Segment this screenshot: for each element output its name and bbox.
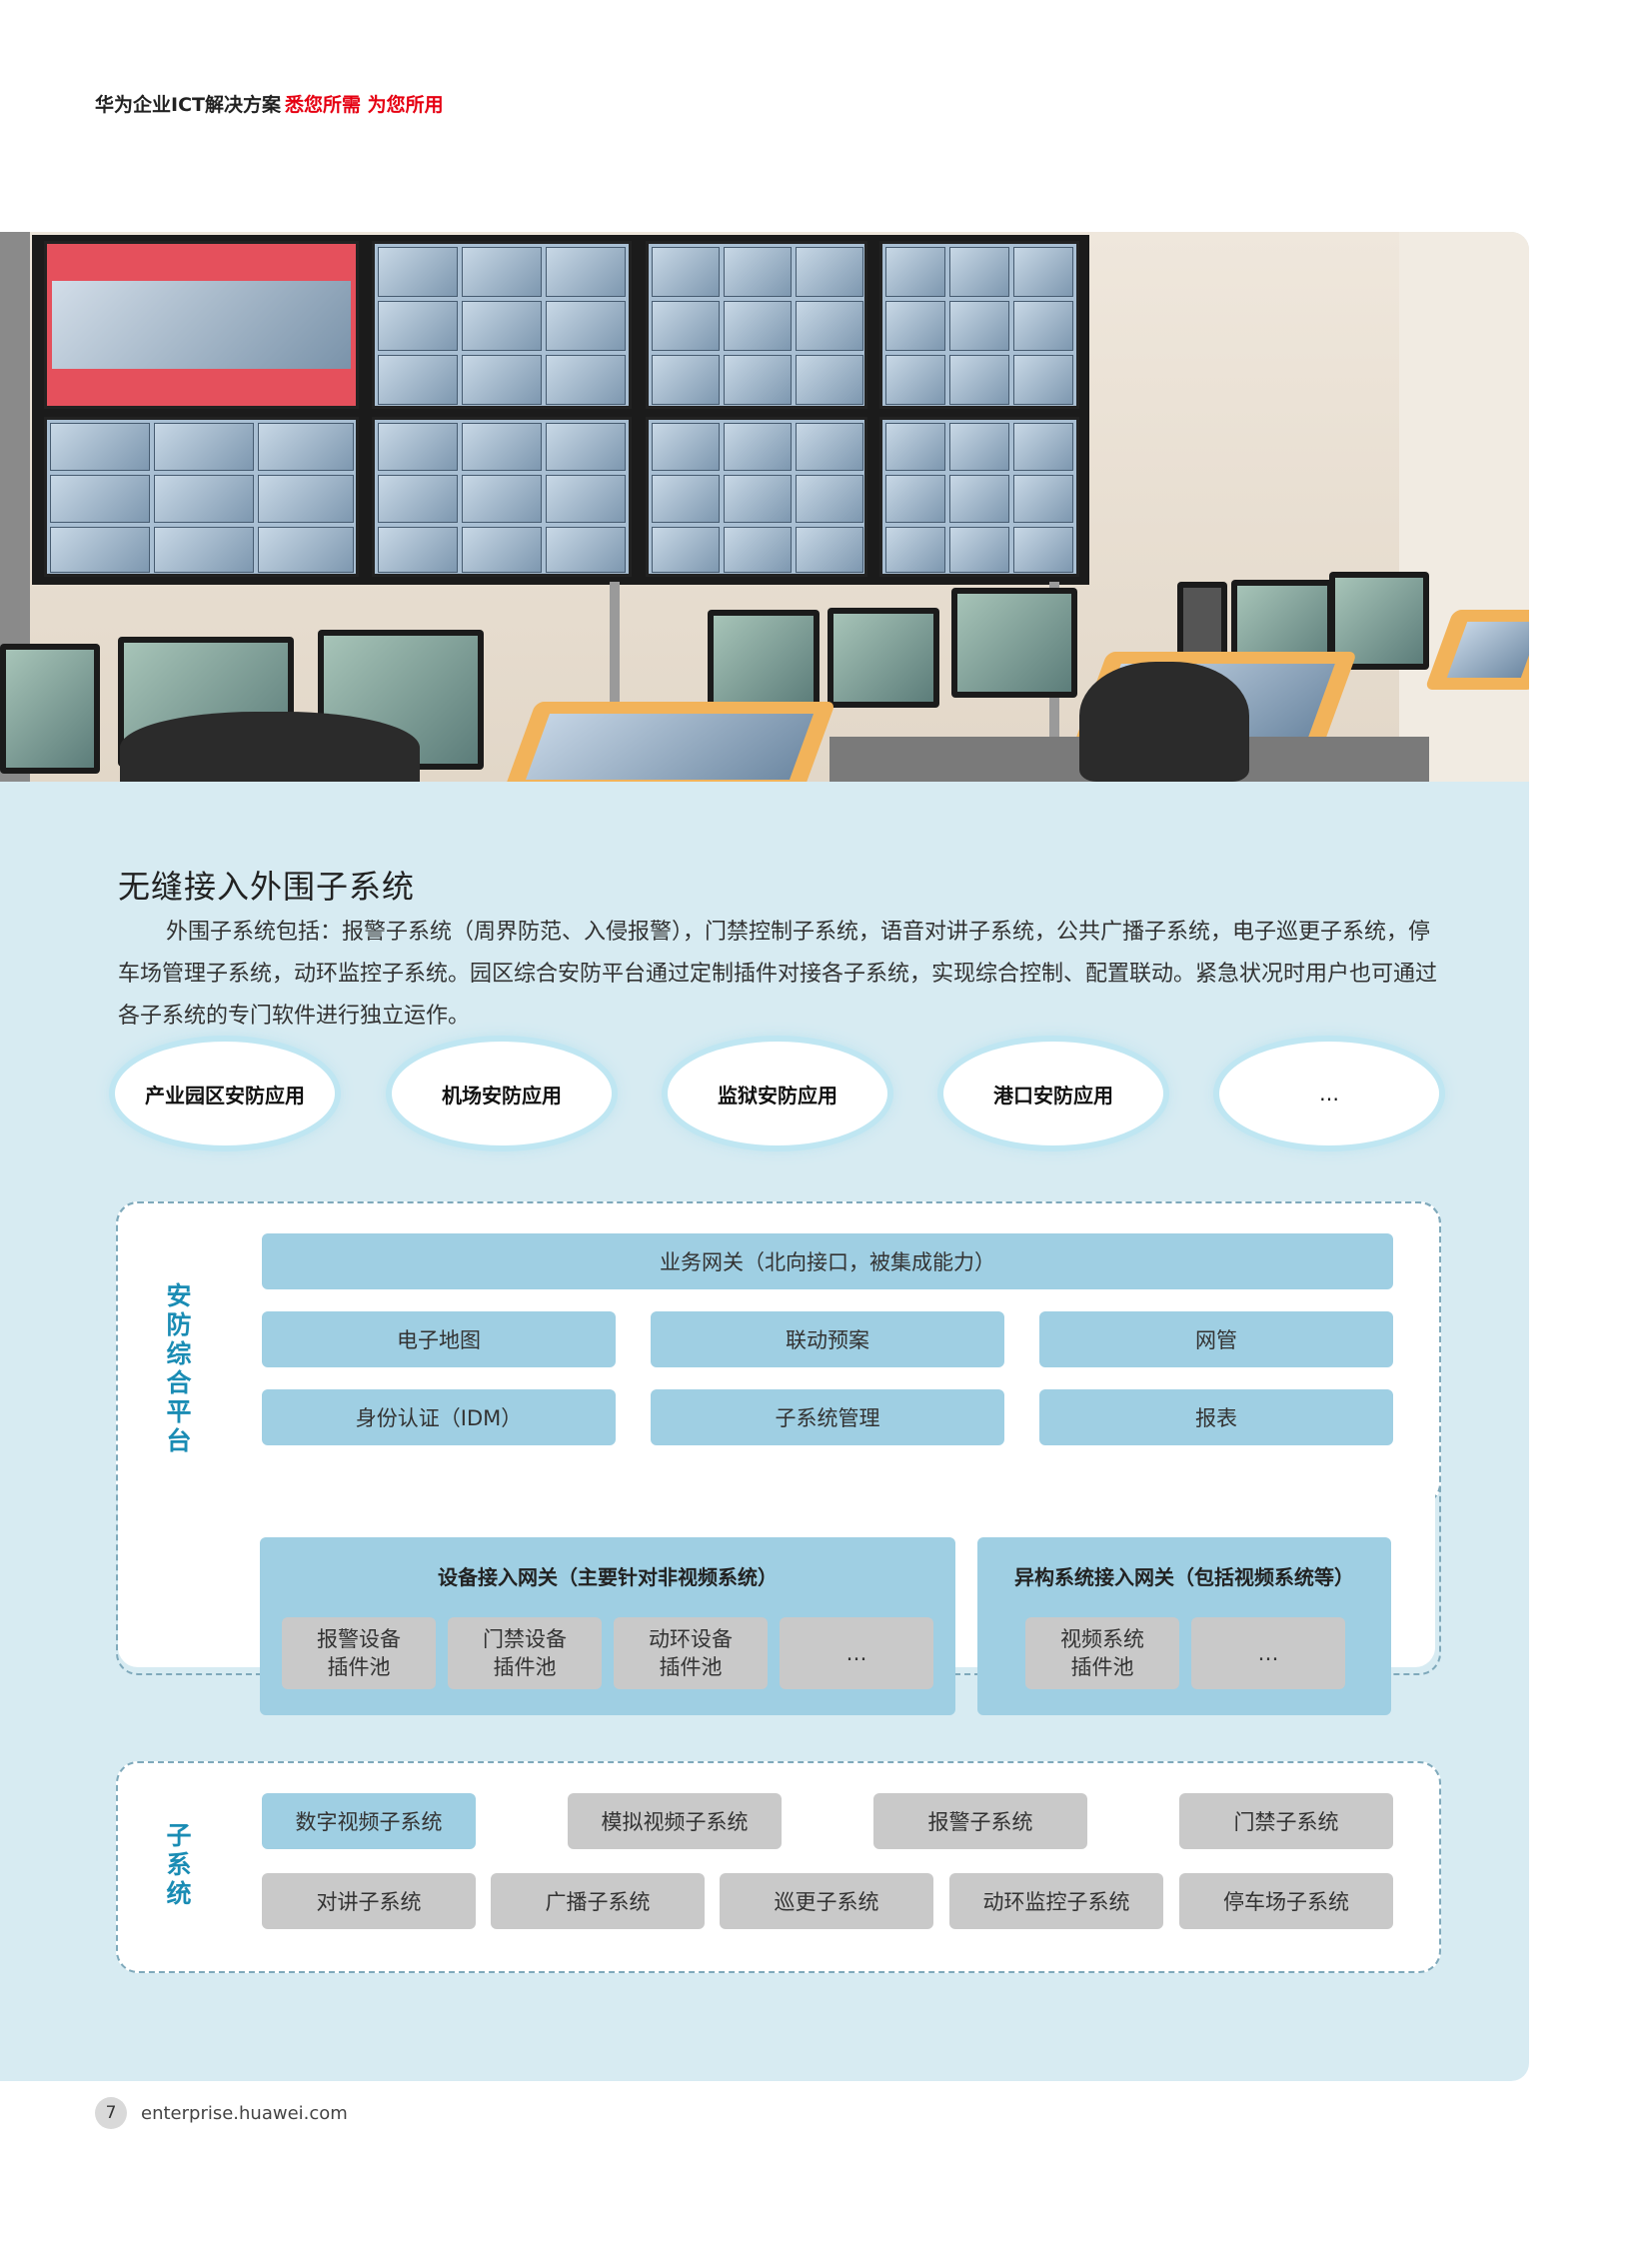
security-platform-box: 安防综合平台 业务网关（北向接口，被集成能力） 电子地图 联动预案 网管 身份认…: [116, 1201, 1441, 1505]
page-number: 7: [95, 2097, 127, 2129]
control-room-photo: [0, 232, 1529, 782]
section-title: 无缝接入外围子系统: [118, 868, 416, 906]
page-header: 华为企业ICT解决方案悉您所需 为您所用: [95, 90, 444, 117]
subsystems-label: 子系统: [166, 1821, 192, 1908]
page-footer: 7 enterprise.huawei.com: [95, 2097, 348, 2129]
desk-monitor: [951, 588, 1077, 698]
env-plugin-pool: 动环设备 插件池: [614, 1617, 768, 1689]
wall-screen: [879, 417, 1079, 577]
hetero-gateway-title: 异构系统接入网关（包括视频系统等）: [1014, 1565, 1354, 1589]
device-gateway-title: 设备接入网关（主要针对非视频系统）: [438, 1565, 778, 1589]
app-oval-airport: 机场安防应用: [392, 1042, 612, 1145]
slogan-text: 悉您所需 为您所用: [284, 94, 444, 116]
linkage-plan-box: 联动预案: [651, 1311, 1004, 1367]
access-plugin-pool: 门禁设备 插件池: [448, 1617, 602, 1689]
desk-monitor: [827, 608, 939, 708]
network-mgmt-box: 网管: [1039, 1311, 1393, 1367]
app-oval-more: …: [1219, 1042, 1439, 1145]
hetero-access-gateway: 异构系统接入网关（包括视频系统等） 视频系统 插件池 …: [977, 1537, 1391, 1715]
parking-subsystem: 停车场子系统: [1179, 1873, 1393, 1929]
video-wall: [32, 235, 1089, 585]
wall-screen: [372, 417, 632, 577]
wall-screen: [646, 241, 867, 409]
business-gateway: 业务网关（北向接口，被集成能力）: [262, 1233, 1393, 1289]
analog-video-subsystem: 模拟视频子系统: [568, 1793, 782, 1849]
video-plugin-pool: 视频系统 插件池: [1025, 1617, 1179, 1689]
office-chair: [120, 712, 420, 782]
wall-screen: [44, 417, 359, 577]
desk-console: [503, 702, 836, 782]
wall-screen: [879, 241, 1079, 409]
alarm-subsystem: 报警子系统: [873, 1793, 1087, 1849]
content-panel: 无缝接入外围子系统 外围子系统包括：报警子系统（周界防范、入侵报警），门禁控制子…: [0, 232, 1529, 2081]
desk-monitor: [708, 610, 820, 710]
more-hetero-plugin-pool: …: [1191, 1617, 1345, 1689]
digital-video-subsystem: 数字视频子系统: [262, 1793, 476, 1849]
wall-screen: [646, 417, 867, 577]
report-box: 报表: [1039, 1389, 1393, 1445]
alarm-plugin-pool: 报警设备 插件池: [282, 1617, 436, 1689]
footer-link[interactable]: enterprise.huawei.com: [141, 2102, 348, 2124]
emap-box: 电子地图: [262, 1311, 616, 1367]
patrol-subsystem: 巡更子系统: [720, 1873, 933, 1929]
app-oval-prison: 监狱安防应用: [668, 1042, 887, 1145]
idm-box: 身份认证（IDM）: [262, 1389, 616, 1445]
more-plugin-pool: …: [780, 1617, 933, 1689]
app-oval-industrial-park: 产业园区安防应用: [115, 1042, 335, 1145]
office-chair: [1079, 662, 1249, 782]
device-access-gateway: 设备接入网关（主要针对非视频系统） 报警设备 插件池 门禁设备 插件池 动环设备…: [260, 1537, 955, 1715]
desk-monitor: [0, 644, 100, 774]
platform-label: 安防综合平台: [166, 1281, 192, 1455]
wall-pole: [610, 582, 620, 782]
section-body: 外围子系统包括：报警子系统（周界防范、入侵报警），门禁控制子系统，语音对讲子系统…: [118, 920, 1438, 1029]
intercom-subsystem: 对讲子系统: [262, 1873, 476, 1929]
brand-text: 华为企业ICT解决方案: [95, 94, 281, 116]
wall-right: [1399, 232, 1529, 782]
env-monitor-subsystem: 动环监控子系统: [949, 1873, 1163, 1929]
wall-screen: [44, 241, 359, 409]
broadcast-subsystem: 广播子系统: [491, 1873, 705, 1929]
access-subsystem: 门禁子系统: [1179, 1793, 1393, 1849]
subsystem-mgmt-box: 子系统管理: [651, 1389, 1004, 1445]
wall-screen: [372, 241, 632, 409]
app-oval-port: 港口安防应用: [943, 1042, 1163, 1145]
subsystems-box: 子系统 数字视频子系统 模拟视频子系统 报警子系统 门禁子系统 对讲子系统 广播…: [116, 1761, 1441, 1973]
